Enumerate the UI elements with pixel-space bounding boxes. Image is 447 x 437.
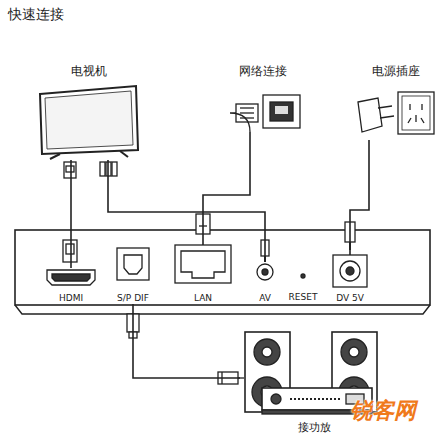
cable — [71, 160, 72, 268]
dc-port: DV 5V — [328, 255, 372, 304]
cable — [108, 160, 265, 262]
node-label: LAN — [173, 293, 233, 304]
diagram-title: 快速连接 — [8, 6, 64, 24]
node-label: 网络连接 — [215, 64, 310, 78]
node-label: S/P DIF — [111, 293, 155, 304]
av-port: AV — [250, 262, 280, 304]
hdmi-port: HDMI — [45, 268, 97, 304]
tv-device: 电视机 — [36, 64, 142, 160]
power-outlet: 电源插座 — [352, 64, 440, 140]
cable — [133, 304, 240, 378]
cable — [350, 140, 369, 255]
spdif-port: S/P DIF — [111, 248, 155, 304]
node-label: 电视机 — [36, 64, 142, 78]
reset-label: RESET — [289, 292, 318, 302]
lan-port: LAN — [173, 245, 233, 304]
node-label: HDMI — [45, 293, 97, 304]
watermark: 锐客网 — [350, 396, 416, 426]
cable — [203, 132, 250, 245]
node-label: DV 5V — [328, 293, 372, 304]
node-label: 电源插座 — [352, 64, 440, 78]
network-jack: 网络连接 — [215, 64, 310, 132]
node-label: AV — [250, 293, 280, 304]
